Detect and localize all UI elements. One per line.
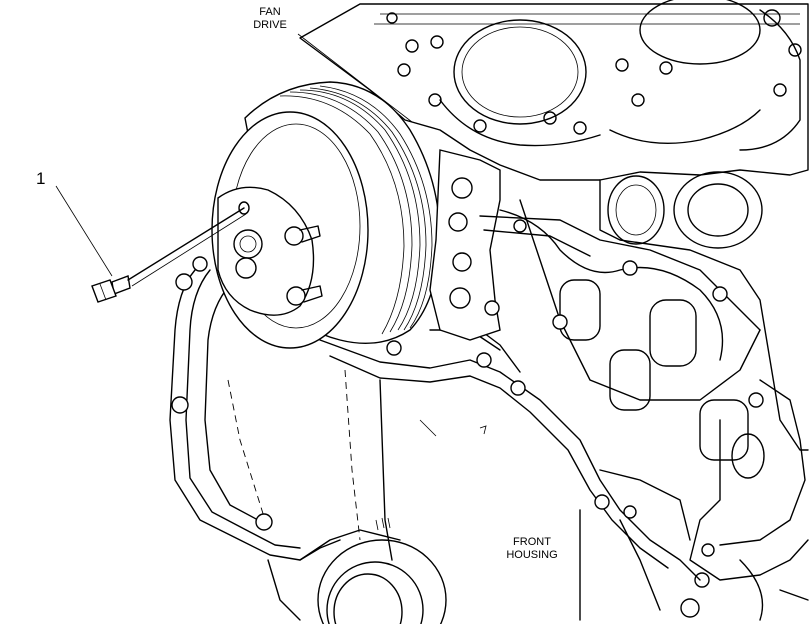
- fan-drive-bracket: [429, 149, 764, 408]
- front-housing-icon: [169, 256, 715, 581]
- engine-side-detail: [499, 171, 809, 621]
- callout-fan-drive-line-2: DRIVE: [253, 19, 287, 31]
- leader-line-fan-drive: [297, 33, 413, 123]
- callout-front-housing-line-1: FRONT: [513, 536, 551, 548]
- callout-front-housing: FRONT HOUSING: [494, 536, 570, 562]
- callout-item-1: 1: [36, 169, 46, 188]
- callout-fan-drive: FAN DRIVE: [250, 6, 290, 32]
- bolt-icon: [91, 207, 247, 303]
- callout-front-housing-line-2: HOUSING: [506, 549, 558, 561]
- engine-block-icon: [299, 0, 809, 181]
- pulley-icon: [211, 81, 441, 349]
- leader-line-item-1: [55, 185, 113, 277]
- callout-fan-drive-line-1: FAN: [259, 6, 281, 18]
- crankshaft-seal-icon: [267, 517, 447, 629]
